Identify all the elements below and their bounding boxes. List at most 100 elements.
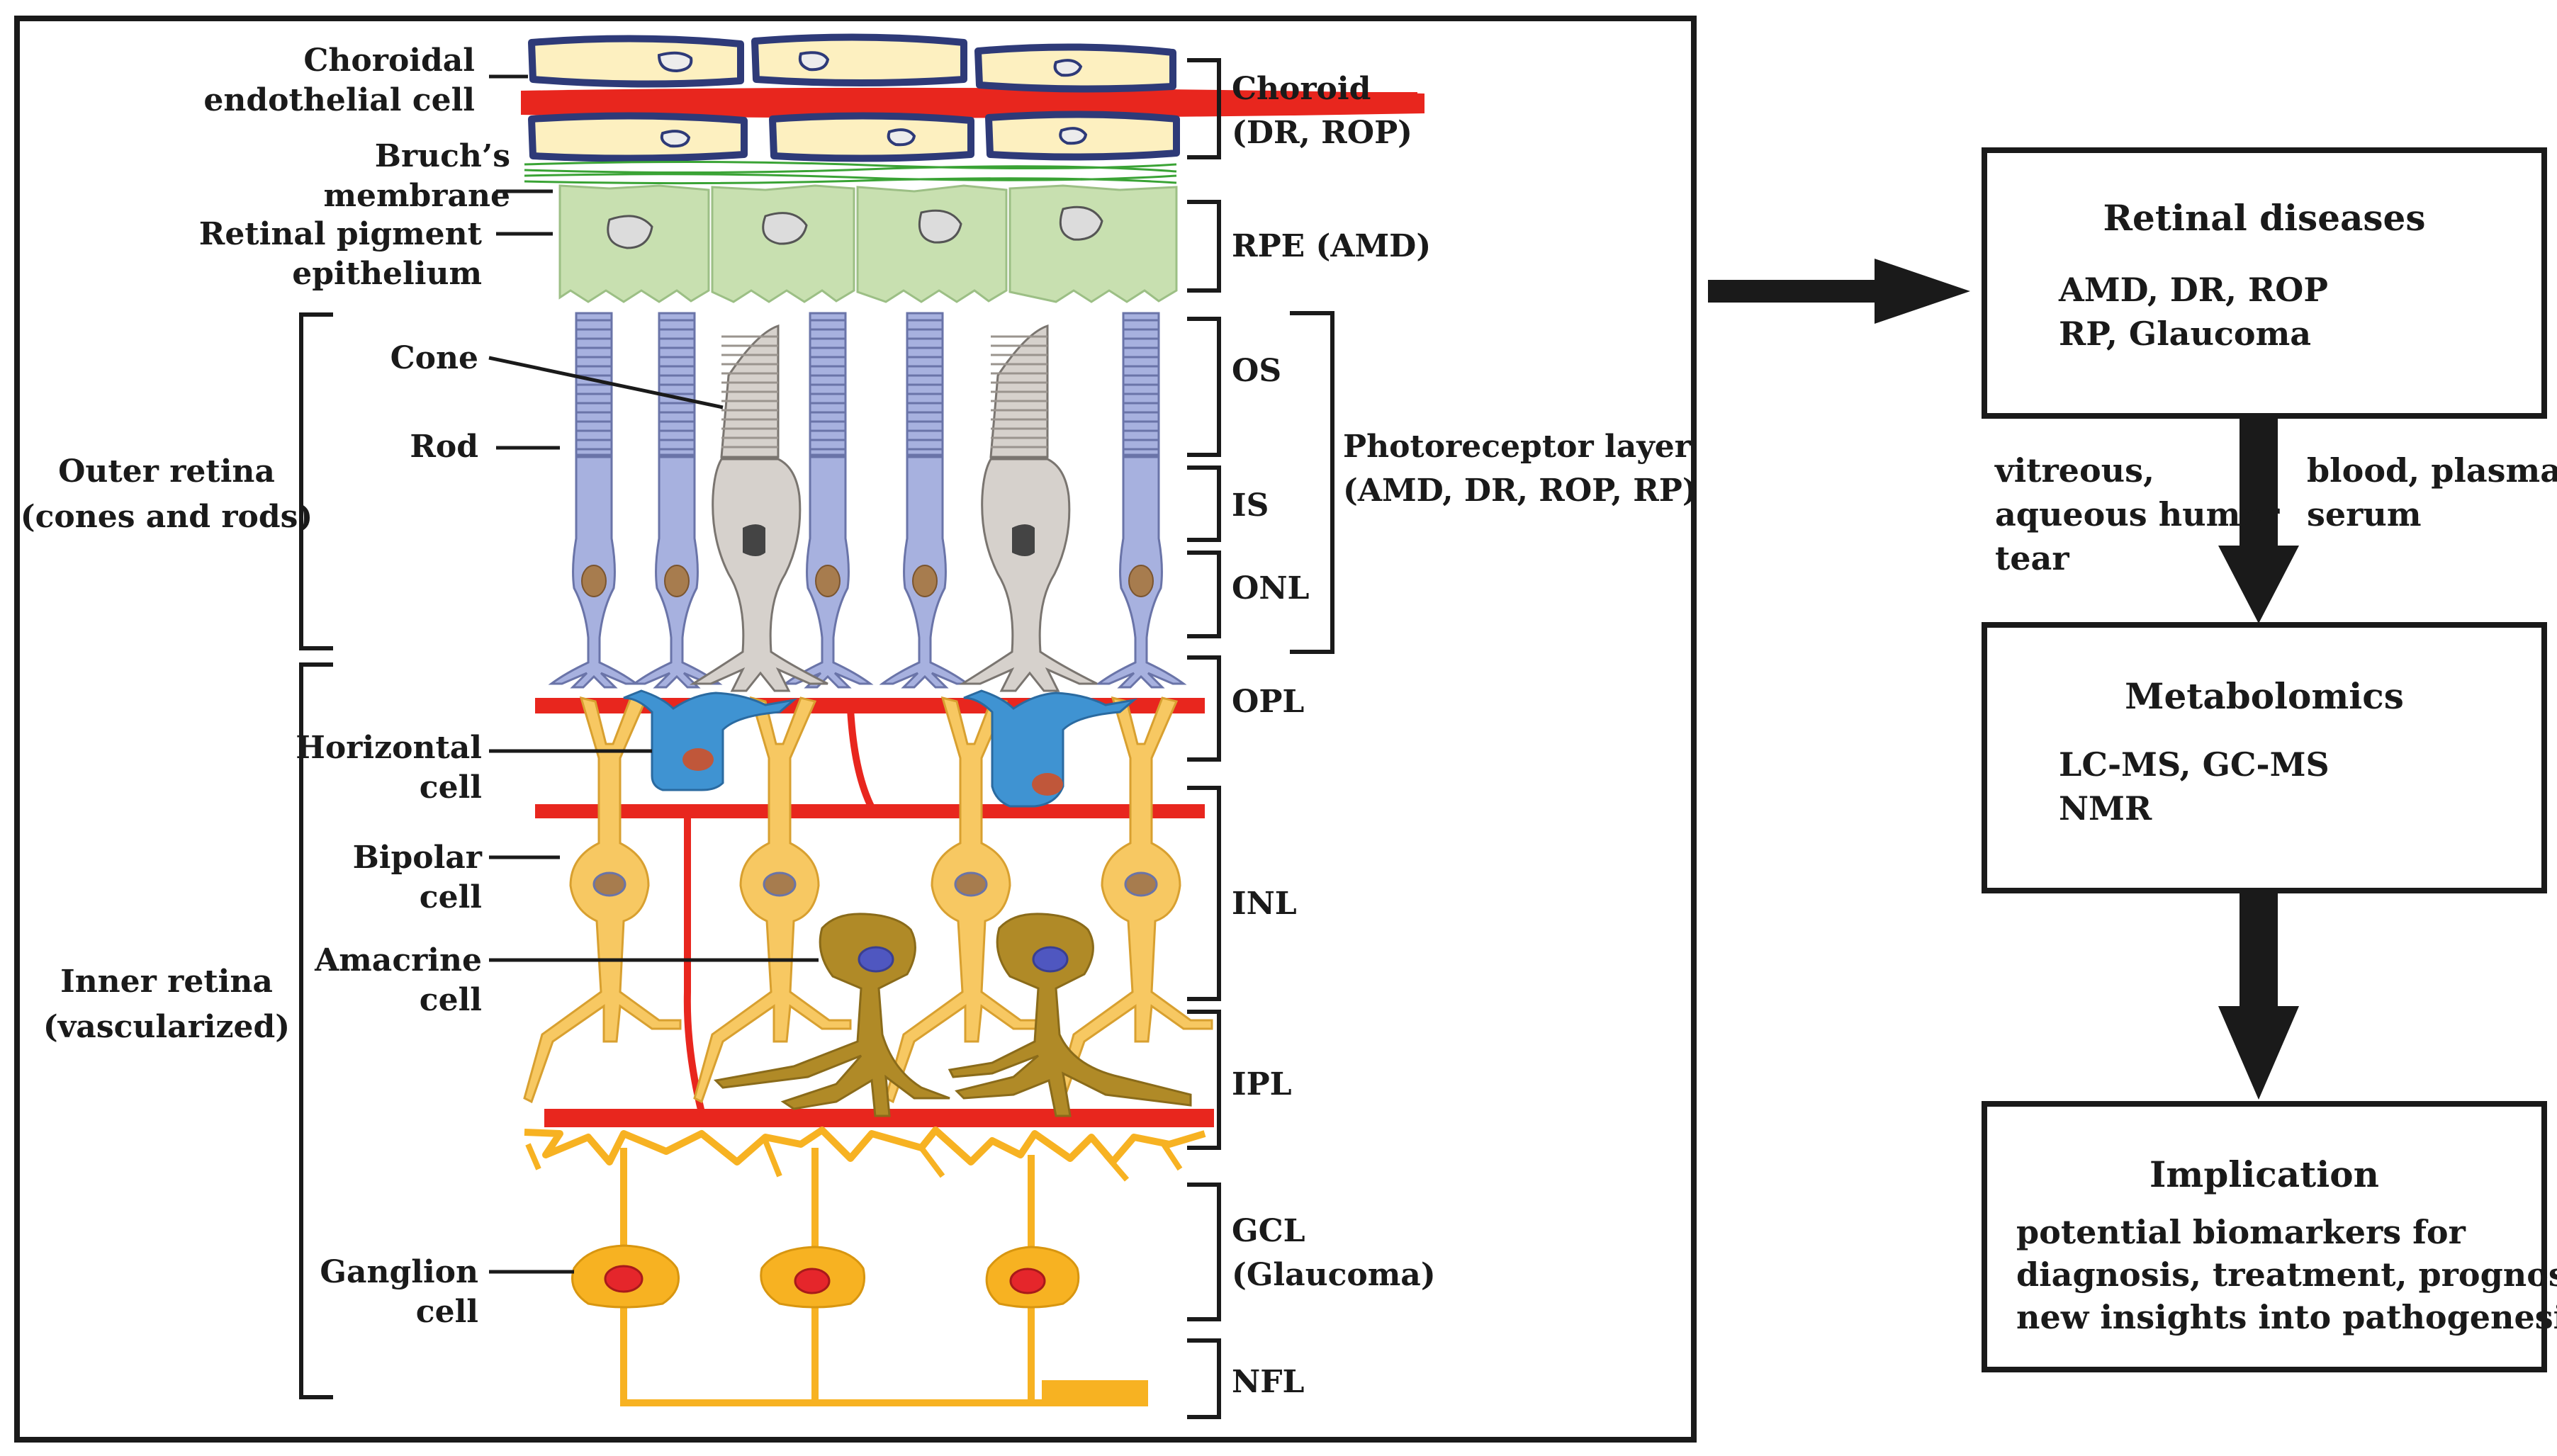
layer-label-line: OS [1232,353,1281,389]
leader-lines [488,74,819,1274]
layer-label-line: GCL [1232,1213,1305,1249]
panel-arrow [1708,259,1970,324]
cell-label-line: cell [420,769,482,806]
cell-label: Bruch’s membrane [323,138,510,214]
region-label-line: Outer retina [58,453,275,490]
cell-label-line: endothelial cell [203,82,475,118]
rod-cell [1095,312,1187,689]
layer-label-line: IS [1232,487,1269,524]
cell-label-line: cell [416,1294,478,1330]
bipolar-cell [1055,696,1213,1104]
bipolar-cells [523,696,1213,1104]
rod-cells [548,312,1187,689]
layer-label-line: RPE (AMD) [1232,228,1431,264]
choroidal-endothelial-cells [528,33,1180,162]
sample-source-text: blood, plasma [2307,451,2557,490]
cell-label-line: cell [420,879,482,915]
flow-box-line: RP, Glaucoma [2059,315,2311,353]
layer-label-line: ONL [1232,570,1309,606]
rod-cell [879,312,971,689]
photoreceptor-label-line: (AMD, DR, ROP, RP) [1343,473,1697,509]
horizontal-cells [623,689,1138,808]
flow-box-line: diagnosis, treatment, prognosis; [2016,1255,2557,1294]
flow-box-line: new insights into pathogenesis; [2016,1298,2557,1336]
sample-source-right: blood, plasma serum [2307,451,2557,534]
cell-label-line: Bruch’s [375,138,510,174]
cell-label-line: Cone [390,340,478,376]
layer-label: IS [1232,487,1269,524]
cell-label-line: Horizontal [296,730,482,766]
flow-box-title: Retinal diseases [2103,197,2425,239]
layer-label-line: OPL [1232,684,1304,720]
rod-cell [631,312,723,689]
amacrine-cells [713,913,1192,1117]
flow-box-title: Metabolomics [2125,675,2404,717]
flow-box: Implication potential biomarkers for diagn… [1982,1101,2557,1372]
layer-label: ONL [1232,570,1309,606]
sample-source-text: tear [1995,539,2069,577]
rod-cell [782,312,874,689]
cell-label: Rod [410,429,478,465]
region-label-line: Inner retina [60,964,273,1000]
bruchs-membrane [524,160,1177,185]
sample-source-text: vitreous, [1994,451,2154,490]
cell-label-line: Amacrine [314,942,482,978]
cell-label-line: cell [420,982,482,1018]
flow-box-line: LC-MS, GC-MS [2059,745,2330,784]
flow-box-line: AMD, DR, ROP [2058,271,2328,309]
cell-label-line: Choroidal [303,43,475,79]
bipolar-cell [523,696,682,1104]
cell-label-line: Ganglion [320,1254,478,1290]
photoreceptor-label-line: Photoreceptor layer [1343,429,1692,465]
region-brackets [299,312,333,1399]
layer-label-line: IPL [1232,1066,1292,1102]
cell-label-line: Retinal pigment [199,216,483,252]
choroid-layer [521,33,1424,162]
sample-source-text: aqueous humor [1995,495,2280,534]
cell-label-line: Bipolar [353,840,483,876]
cone-cell [958,324,1098,692]
rod-cell [548,312,640,689]
flow-box-frame [1982,147,2547,419]
region-labels: Outer retina (cones and rods) Inner retina… [21,453,313,1045]
flow-box-frame [1982,1101,2547,1372]
cell-label-line: membrane [323,178,510,214]
photoreceptor-layer-label: Photoreceptor layer (AMD, DR, ROP, RP) [1343,429,1697,509]
layer-label-line: (DR, ROP) [1232,115,1412,151]
flow-box-title: Implication [2149,1153,2379,1195]
layer-label: OPL [1232,684,1304,720]
cell-label: Ganglion cell [320,1254,478,1330]
layer-label: RPE (AMD) [1232,228,1431,264]
layer-label: INL [1232,886,1297,922]
layer-label-line: (Glaucoma) [1232,1257,1436,1293]
layer-label: OS [1232,353,1281,389]
flow-box-frame [1982,622,2547,893]
layer-label: Choroid(DR, ROP) [1232,71,1412,151]
bipolar-cell [693,696,852,1104]
cone-cells [689,324,1098,692]
bipolar-cell [884,696,1043,1104]
cell-label: Amacrine cell [314,942,482,1018]
cone-cell [689,324,828,692]
sample-source-text: serum [2307,495,2422,534]
rpe-cells [558,184,1178,303]
cell-label: Cone [390,340,478,376]
layer-label-line: NFL [1232,1364,1304,1400]
region-label-line: (cones and rods) [21,499,313,535]
flow-arrows [2218,414,2299,1100]
sample-source-left: vitreous, aqueous humor tear [1994,451,2280,577]
flow-box-line: potential biomarkers for [2016,1213,2466,1251]
flow-box-line: NMR [2059,789,2152,828]
cell-label-line: Rod [410,429,478,465]
layer-label: GCL (Glaucoma) [1232,1213,1436,1293]
region-label: Inner retina(vascularized) [43,964,290,1045]
